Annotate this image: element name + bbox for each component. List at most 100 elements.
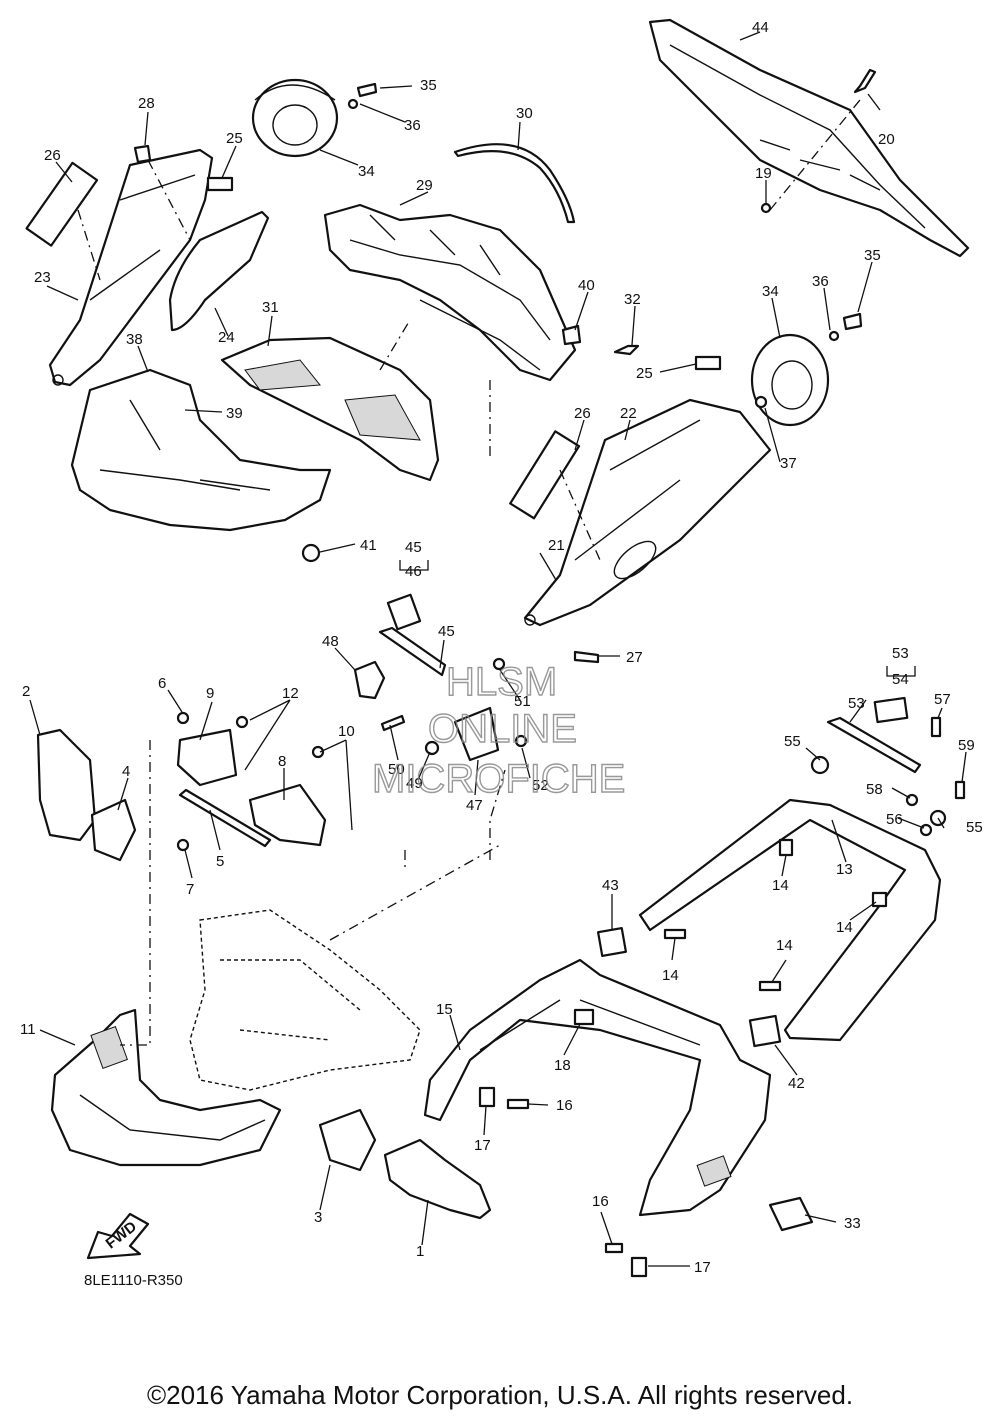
part-35-bolt-right xyxy=(842,312,863,331)
callout-34-top: 34 xyxy=(358,163,375,180)
part-40-bolt xyxy=(561,324,582,346)
callout-9: 9 xyxy=(206,685,214,702)
fwd-arrow: FWD xyxy=(86,1212,150,1260)
callout-20: 20 xyxy=(878,131,895,148)
callout-2: 2 xyxy=(22,683,30,700)
callout-50: 50 xyxy=(388,761,405,778)
callout-55-right: 55 xyxy=(966,819,983,836)
part-26-emblem-left xyxy=(25,161,99,247)
callout-19: 19 xyxy=(755,165,772,182)
callout-37: 37 xyxy=(780,455,797,472)
part-13-stay xyxy=(638,798,942,1042)
part-17-nut-lower xyxy=(630,1256,648,1278)
part-25-pad-right xyxy=(694,355,722,371)
part-1-cover xyxy=(383,1138,492,1220)
part-41-nut xyxy=(301,543,321,563)
part-15-lower-cowl xyxy=(423,958,772,1217)
callout-29: 29 xyxy=(416,177,433,194)
callout-11: 11 xyxy=(20,1021,36,1038)
part-37-nut xyxy=(754,395,768,409)
callout-46: 46 xyxy=(405,563,422,580)
callout-30: 30 xyxy=(516,105,533,122)
callout-23: 23 xyxy=(34,269,51,286)
callout-36-top: 36 xyxy=(404,117,421,134)
part-36-washer-top xyxy=(347,98,359,110)
part-53-damper xyxy=(826,696,922,774)
part-31-mesh-bracket xyxy=(220,336,440,482)
callout-45-group: 45 xyxy=(405,539,422,556)
leader-lines xyxy=(29,31,967,1267)
callout-42: 42 xyxy=(788,1075,805,1092)
callout-32: 32 xyxy=(624,291,641,308)
frame-outline xyxy=(189,909,421,1091)
callout-14-a: 14 xyxy=(772,877,789,894)
callout-39: 39 xyxy=(226,405,243,422)
part-14-bolt-2 xyxy=(871,891,888,908)
part-14-bolt-4 xyxy=(758,980,782,992)
callout-27: 27 xyxy=(626,649,643,666)
callout-58: 58 xyxy=(866,781,883,798)
part-32-rivet xyxy=(613,344,640,356)
part-26-emblem-right xyxy=(509,430,581,520)
part-45-damper xyxy=(378,593,447,677)
part-57-bolt xyxy=(930,716,942,738)
callout-41: 41 xyxy=(360,537,377,554)
part-43-grommet xyxy=(596,926,628,958)
callout-45: 45 xyxy=(438,623,455,640)
part-6-bolt xyxy=(176,711,190,725)
part-3-cover xyxy=(318,1108,377,1172)
callout-36-right: 36 xyxy=(812,273,829,290)
callout-5: 5 xyxy=(216,853,224,870)
part-28-bolt xyxy=(133,144,152,164)
part-14-bolt-1 xyxy=(778,838,794,857)
part-7-nut xyxy=(176,838,190,852)
callout-1: 1 xyxy=(416,1243,424,1260)
callout-15: 15 xyxy=(436,1001,453,1018)
part-44-cowl-panel xyxy=(648,18,970,258)
part-34-housing-top xyxy=(251,78,339,158)
callout-14-b: 14 xyxy=(836,919,853,936)
callout-26-right: 26 xyxy=(574,405,591,422)
part-42-grommet xyxy=(748,1014,782,1048)
part-10-bolt xyxy=(311,745,325,759)
callout-47: 47 xyxy=(466,797,483,814)
group-bracket-45-46 xyxy=(399,560,429,571)
part-33-label xyxy=(768,1196,814,1232)
callout-35-top: 35 xyxy=(420,77,437,94)
callout-labels: 44 35 20 36 28 30 26 25 34 29 19 23 40 3… xyxy=(20,19,983,1276)
part-38-duct-cover xyxy=(70,368,332,532)
callout-18: 18 xyxy=(554,1057,571,1074)
callout-16-lower: 16 xyxy=(592,1193,609,1210)
callout-40: 40 xyxy=(578,277,595,294)
callout-22: 22 xyxy=(620,405,637,422)
callout-57: 57 xyxy=(934,691,951,708)
part-2-cover xyxy=(36,728,97,842)
part-23-side-cover-left xyxy=(48,148,214,387)
callout-35-right: 35 xyxy=(864,247,881,264)
part-55-plate-left xyxy=(810,755,830,775)
callout-12: 12 xyxy=(282,685,299,702)
callout-28: 28 xyxy=(138,95,155,112)
part-18-clip xyxy=(573,1008,595,1026)
part-20-rivet xyxy=(853,68,877,94)
callout-38: 38 xyxy=(126,331,143,348)
part-49-collar xyxy=(424,740,440,756)
callout-56: 56 xyxy=(886,811,903,828)
callout-53-group: 53 xyxy=(892,645,909,662)
part-56-collar xyxy=(919,823,933,837)
alignment-lines xyxy=(77,99,861,1046)
part-12-bolt xyxy=(235,715,249,729)
part-30-trim-strip xyxy=(453,143,576,224)
callout-13: 13 xyxy=(836,861,853,878)
figure-code: 8LE1110-R350 xyxy=(84,1272,183,1289)
callout-24: 24 xyxy=(218,329,235,346)
part-21-side-cover-right xyxy=(523,398,772,627)
part-34-housing-right xyxy=(750,333,830,427)
part-25-pad-left xyxy=(206,176,234,192)
part-17-nut-upper xyxy=(478,1086,496,1108)
part-48-bracket xyxy=(353,660,386,700)
callout-52: 52 xyxy=(532,777,549,794)
callout-25-right: 25 xyxy=(636,365,653,382)
callout-33: 33 xyxy=(844,1215,861,1232)
